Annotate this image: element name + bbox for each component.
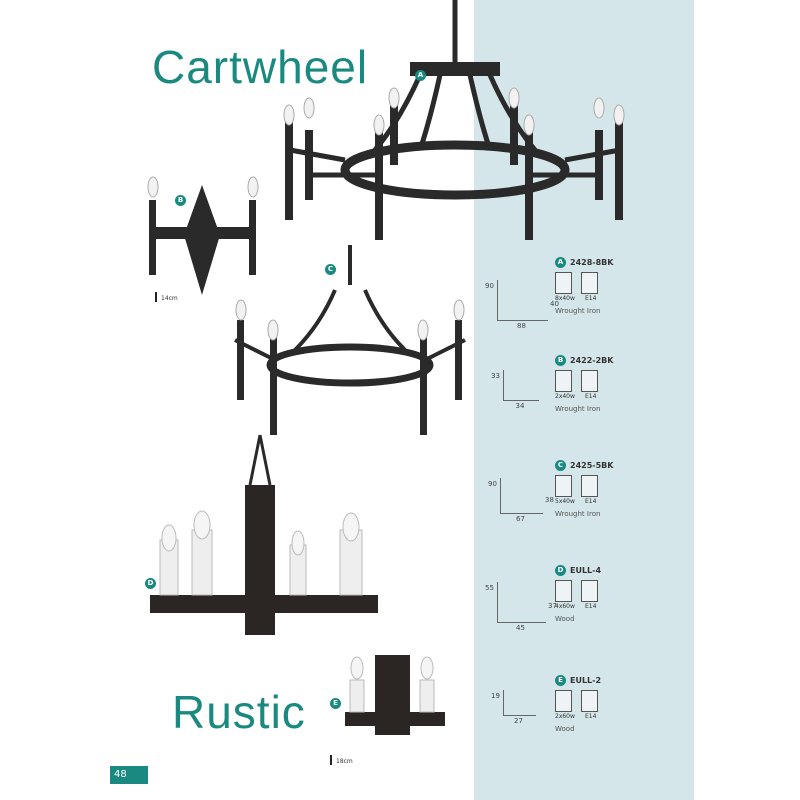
e14-cap-icon: [581, 475, 598, 497]
photo-badge-c: C: [325, 264, 336, 275]
chandelier-a-photo: [283, 0, 625, 240]
dimension-diagram: [500, 478, 543, 514]
material: Wood: [555, 615, 575, 623]
product-code: 2428-8BK: [570, 258, 614, 267]
product-spec-e: E EULL-2 2x60w E14 Wood: [555, 675, 615, 745]
photo-badge-a: A: [415, 70, 426, 81]
wattage: 4x60w: [555, 603, 575, 610]
photo-badge-d: D: [145, 578, 156, 589]
dim-drop: 37: [548, 602, 557, 610]
chandelier-d-photo: [150, 434, 378, 635]
wattage: 2x40w: [555, 393, 575, 400]
product-badge: C: [555, 460, 566, 471]
product-spec-d: D EULL-4 4x60w E14 Wood: [555, 565, 615, 635]
photo-badge-e: E: [330, 698, 341, 709]
candle-bulb-icon: [555, 370, 572, 392]
scale-e: 18cm: [330, 755, 353, 765]
e14-cap-icon: [581, 690, 598, 712]
chandelier-c-photo: [234, 245, 466, 435]
product-spec-c: C 2425-5BK 5x40w E14 Wrought Iron: [555, 460, 615, 530]
cap-type: E14: [585, 498, 597, 505]
product-badge: B: [555, 355, 566, 366]
cap-type: E14: [585, 603, 597, 610]
candle-bulb-icon: [555, 580, 572, 602]
product-spec-a: A 2428-8BK 8x40w E14 Wrought Iron: [555, 257, 615, 327]
dim-width: 67: [516, 515, 525, 523]
material: Wrought Iron: [555, 307, 601, 315]
material: Wrought Iron: [555, 510, 601, 518]
dim-drop: 40: [550, 300, 559, 308]
wattage: 5x40w: [555, 498, 575, 505]
wall-light-e-photo: [345, 655, 445, 735]
candle-bulb-icon: [555, 272, 572, 294]
candle-bulb-icon: [555, 690, 572, 712]
photo-badge-b: B: [175, 195, 186, 206]
dim-height: 33: [491, 372, 500, 380]
product-code: 2422-2BK: [570, 356, 614, 365]
e14-cap-icon: [581, 272, 598, 294]
dim-width: 27: [514, 717, 523, 725]
dim-height: 90: [485, 282, 494, 290]
dim-width: 88: [517, 322, 526, 330]
product-badge: D: [555, 565, 566, 576]
title-rustic: Rustic: [172, 686, 306, 738]
e14-cap-icon: [581, 580, 598, 602]
dim-width: 45: [516, 624, 525, 632]
cap-type: E14: [585, 713, 597, 720]
e14-cap-icon: [581, 370, 598, 392]
product-code: EULL-2: [570, 676, 602, 685]
dim-drop: 38: [545, 495, 554, 504]
product-spec-b: B 2422-2BK 2x40w E14 Wrought Iron: [555, 355, 615, 425]
cap-type: E14: [585, 295, 597, 302]
material: Wood: [555, 725, 575, 733]
material: Wrought Iron: [555, 405, 601, 413]
scale-b: 14cm: [155, 292, 178, 302]
dim-height: 90: [488, 480, 497, 488]
dimension-diagram: [503, 370, 539, 401]
wattage: 8x40w: [555, 295, 575, 302]
dim-height: 55: [485, 584, 494, 592]
page-number: 48: [110, 766, 148, 784]
product-badge: E: [555, 675, 566, 686]
product-badge: A: [555, 257, 566, 268]
cap-type: E14: [585, 393, 597, 400]
dimension-diagram: [497, 582, 546, 623]
wattage: 2x60w: [555, 713, 575, 720]
wall-light-b-photo: [147, 176, 259, 295]
dim-height: 19: [491, 692, 500, 700]
product-code: EULL-4: [570, 566, 602, 575]
product-code: 2425-5BK: [570, 461, 614, 470]
candle-bulb-icon: [555, 475, 572, 497]
title-cartwheel: Cartwheel: [152, 41, 369, 93]
dimension-diagram: [497, 280, 548, 321]
dim-width: 34: [515, 402, 525, 410]
dimension-diagram: [503, 690, 536, 716]
